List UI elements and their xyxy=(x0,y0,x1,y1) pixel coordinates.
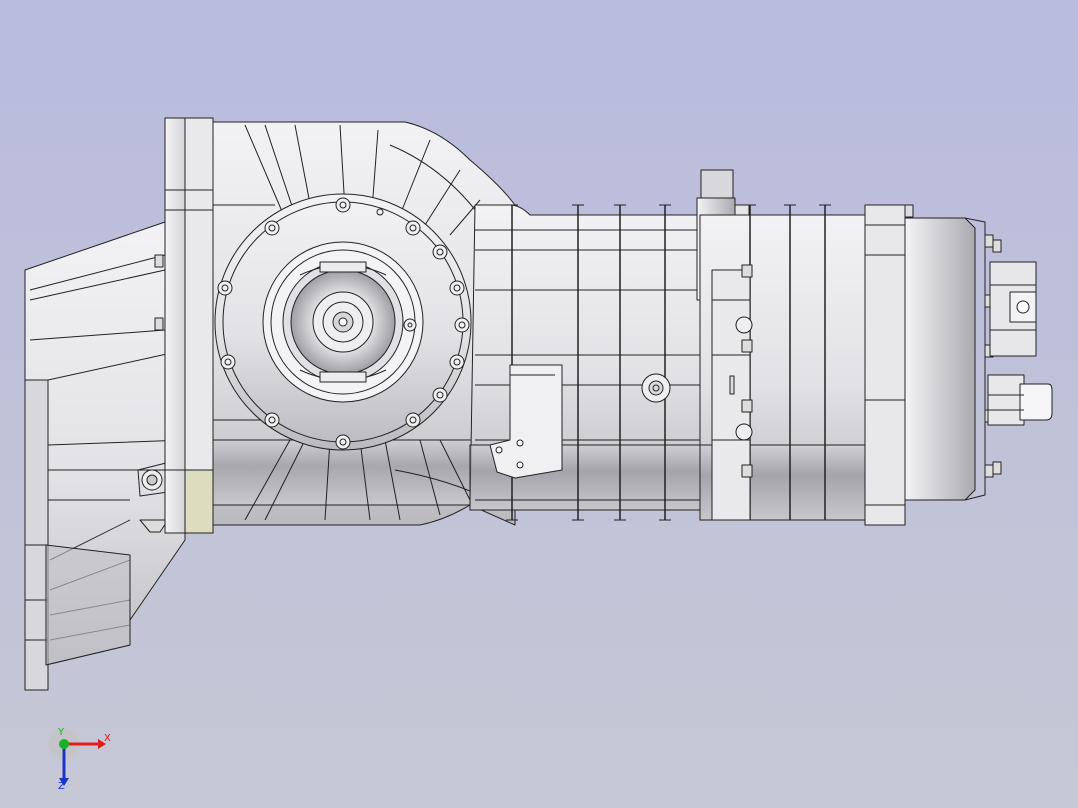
y-axis-label: Y xyxy=(58,727,65,738)
x-axis-arrowhead xyxy=(98,739,106,749)
triad-graphic xyxy=(48,728,106,786)
differential-cover[interactable] xyxy=(214,193,472,451)
mounting-bracket[interactable] xyxy=(489,364,563,479)
z-axis-label: Z xyxy=(58,781,65,792)
rear-case[interactable] xyxy=(699,204,914,526)
axis-triad: X Y Z xyxy=(44,728,124,794)
cover-bolts xyxy=(217,197,470,450)
output-sensor[interactable] xyxy=(987,261,1053,426)
end-cover[interactable] xyxy=(904,217,1002,501)
y-axis-dot xyxy=(59,739,69,749)
housing-flange[interactable] xyxy=(164,117,214,534)
bell-housing[interactable] xyxy=(24,221,186,691)
x-axis-label: X xyxy=(104,733,111,744)
z-axis-arrowhead xyxy=(59,778,69,786)
